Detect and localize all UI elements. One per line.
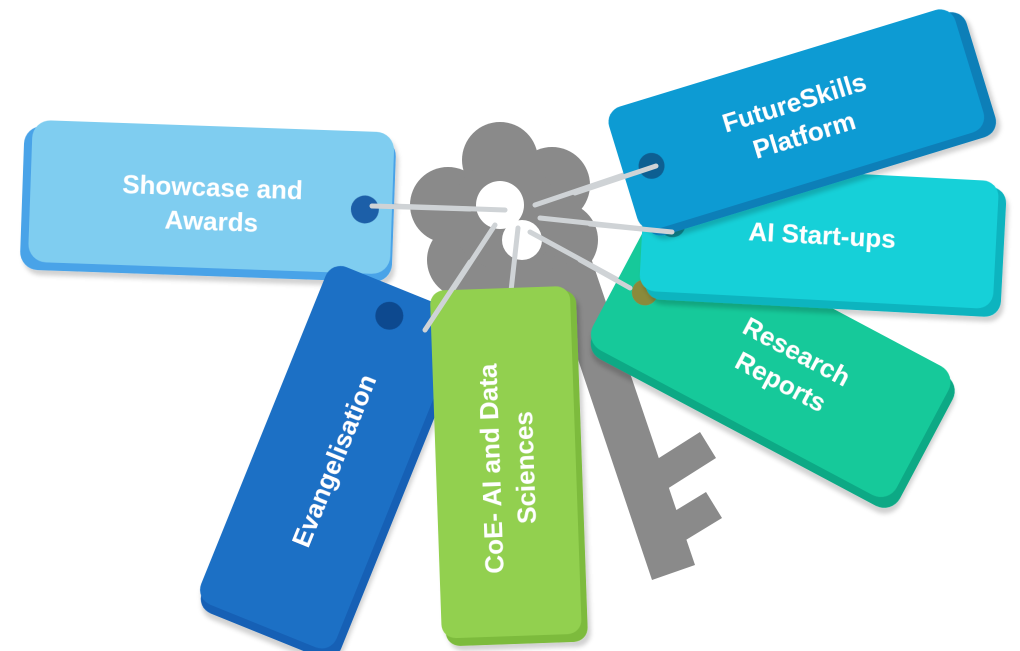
tag-futureskills-platform: FutureSkills Platform — [608, 9, 997, 236]
tag-showcase-awards: Showcase and Awards — [20, 120, 396, 282]
tag-evangelisation: Evangelisation — [200, 265, 469, 651]
tag-coe-label-line1: CoE- AI and Data — [472, 363, 509, 574]
tag-showcase-label-line2: Awards — [164, 205, 258, 238]
tag-coe-ai-data-sciences: CoE- AI and Data Sciences — [430, 286, 588, 646]
tag-strings-overlay — [369, 163, 675, 333]
tag-coe-label-line2: Sciences — [508, 411, 542, 525]
tag-showcase-label-line1: Showcase and — [122, 169, 304, 205]
key-hole — [476, 181, 524, 229]
key-hole-2 — [502, 220, 542, 260]
